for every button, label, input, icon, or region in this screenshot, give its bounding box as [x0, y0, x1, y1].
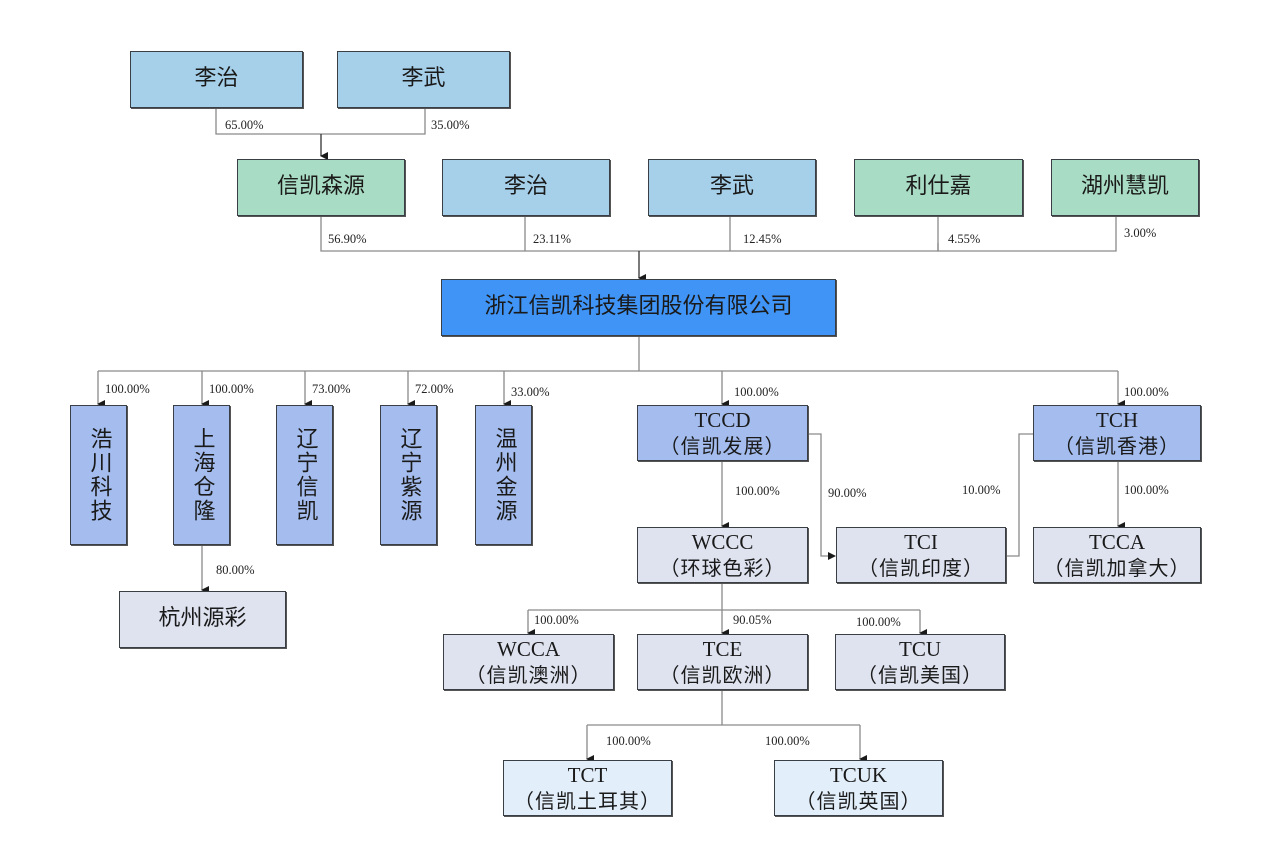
pct-label: 72.00%	[415, 382, 454, 396]
node-li-zhi: 李治	[442, 159, 610, 216]
node-tcuk: TCUK （信凯英国）	[774, 760, 943, 816]
node-label: 浙江信凯科技集团股份有限公司	[484, 294, 793, 320]
node-haochuan: 浩川科技	[70, 405, 127, 545]
node-tci: TCI （信凯印度）	[836, 527, 1006, 583]
node-label: （信凯欧洲）	[659, 662, 786, 687]
node-code: TCH	[1096, 408, 1138, 433]
node-code: WCCC	[691, 530, 754, 555]
node-shanghai-canglong: 上海仓隆	[173, 405, 230, 545]
node-code: TCUK	[829, 763, 888, 788]
pct-label: 4.55%	[948, 232, 981, 246]
node-code: TCE	[702, 637, 743, 662]
node-label: 辽宁信凯	[292, 427, 318, 523]
pct-label: 73.00%	[312, 382, 351, 396]
node-li-wu-upper: 李武	[337, 51, 510, 108]
node-code: TCT	[567, 763, 608, 788]
node-label: （信凯美国）	[857, 662, 983, 687]
pct-label: 12.45%	[743, 232, 782, 246]
node-li-wu: 李武	[648, 159, 816, 216]
pct-label: 23.11%	[533, 232, 572, 246]
node-label: 利仕嘉	[905, 174, 972, 200]
pct-label: 100.00%	[1124, 385, 1169, 399]
node-wenzhou-jinyuan: 温州金源	[475, 405, 532, 545]
pct-label: 90.05%	[733, 613, 772, 627]
pct-label: 35.00%	[431, 118, 470, 132]
node-huzhou-huikai: 湖州慧凯	[1051, 159, 1199, 216]
node-label: （环球色彩）	[659, 555, 786, 580]
node-parent-company: 浙江信凯科技集团股份有限公司	[441, 279, 836, 336]
node-hangzhou-yuancai: 杭州源彩	[119, 591, 286, 648]
node-label: 温州金源	[491, 427, 517, 523]
node-label: （信凯英国）	[795, 788, 922, 813]
node-label: 信凯森源	[276, 174, 365, 200]
node-code: TCCA	[1088, 530, 1145, 555]
node-label: 李治	[194, 66, 239, 92]
pct-label: 90.00%	[828, 486, 867, 500]
node-code: TCU	[899, 637, 941, 662]
node-label: 辽宁紫源	[396, 427, 422, 523]
pct-label: 100.00%	[209, 382, 254, 396]
node-label: 杭州源彩	[158, 606, 247, 632]
node-liaoning-ziyuan: 辽宁紫源	[380, 405, 437, 545]
node-tcu: TCU （信凯美国）	[835, 634, 1005, 690]
node-tcca: TCCA （信凯加拿大）	[1033, 527, 1201, 583]
node-wccc: WCCC （环球色彩）	[637, 527, 808, 583]
pct-label: 65.00%	[225, 118, 264, 132]
node-label: （信凯澳洲）	[465, 662, 592, 687]
node-code: TCI	[904, 530, 938, 555]
node-label: （信凯加拿大）	[1043, 555, 1191, 580]
node-label: 李治	[503, 174, 548, 200]
node-label: （信凯土耳其）	[514, 788, 661, 813]
node-code: WCCA	[497, 637, 560, 662]
node-tce: TCE （信凯欧洲）	[637, 634, 808, 690]
pct-label: 3.00%	[1124, 226, 1157, 240]
pct-label: 100.00%	[606, 734, 651, 748]
node-label: 上海仓隆	[189, 427, 215, 523]
node-li-shi-jia: 利仕嘉	[854, 159, 1023, 216]
node-liaoning-xinkai: 辽宁信凯	[276, 405, 333, 545]
pct-label: 100.00%	[105, 382, 150, 396]
node-label: 浩川科技	[86, 427, 112, 523]
pct-label: 100.00%	[734, 385, 779, 399]
node-label: （信凯香港）	[1054, 433, 1180, 458]
node-label: 李武	[709, 174, 754, 200]
pct-label: 80.00%	[216, 563, 255, 577]
node-label: （信凯印度）	[858, 555, 984, 580]
pct-label: 100.00%	[765, 734, 810, 748]
node-xinkai-senyuan: 信凯森源	[237, 159, 405, 216]
pct-label: 33.00%	[511, 385, 550, 399]
node-tccd: TCCD （信凯发展）	[637, 405, 808, 461]
node-label: （信凯发展）	[659, 433, 786, 458]
node-li-zhi-upper: 李治	[130, 51, 303, 108]
node-wcca: WCCA （信凯澳洲）	[443, 634, 614, 690]
node-tch: TCH （信凯香港）	[1033, 405, 1201, 461]
node-label: 李武	[401, 66, 446, 92]
pct-label: 56.90%	[328, 232, 367, 246]
pct-label: 10.00%	[962, 483, 1001, 497]
pct-label: 100.00%	[534, 613, 579, 627]
node-label: 湖州慧凯	[1080, 174, 1169, 200]
connector-shareholders	[320, 216, 939, 252]
node-code: TCCD	[694, 408, 751, 433]
pct-label: 100.00%	[1124, 483, 1169, 497]
pct-label: 100.00%	[856, 615, 901, 629]
pct-label: 100.00%	[735, 484, 780, 498]
node-tct: TCT （信凯土耳其）	[503, 760, 672, 816]
